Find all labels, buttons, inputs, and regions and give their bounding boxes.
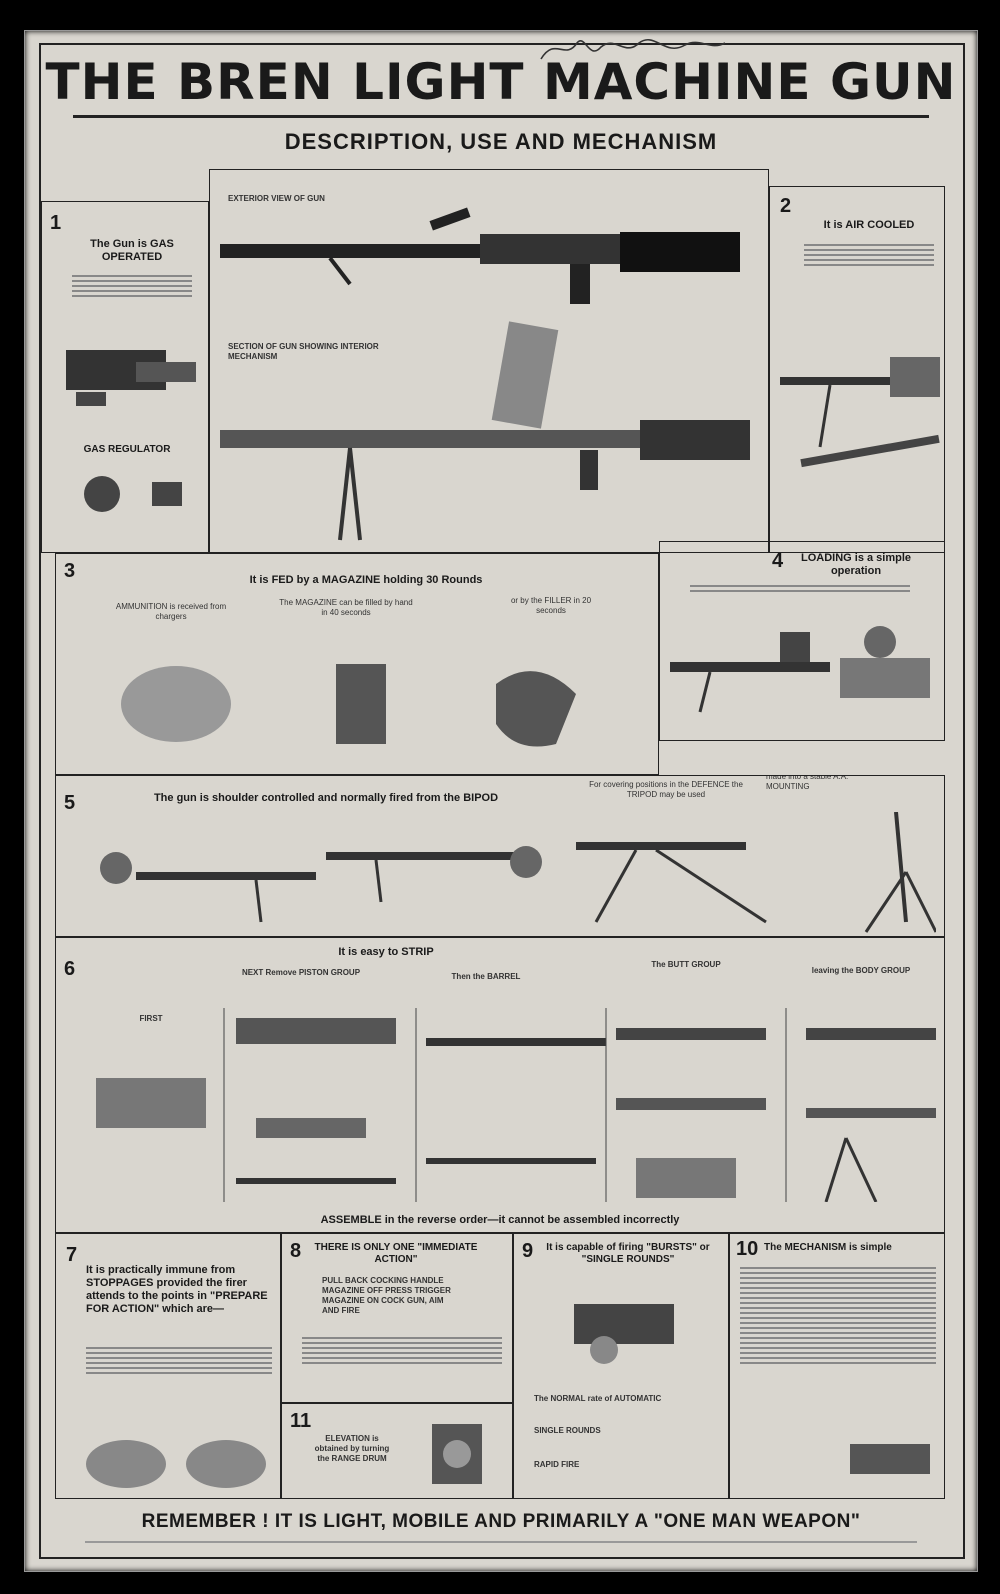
poster-sheet: THE BREN LIGHT MACHINE GUN DESCRIPTION, … [24, 30, 978, 1572]
printer-imprint [85, 1541, 917, 1543]
poster-frame [39, 43, 965, 1559]
stripping-steps-illustrations [96, 1008, 936, 1202]
panel-text: ELEVATION is obtained by turning the RAN… [314, 1434, 390, 1463]
magazine-filler-caption: or by the FILLER in 20 seconds [510, 596, 592, 615]
panel-number: 8 [290, 1240, 302, 1262]
body-text [72, 272, 192, 300]
panel-4: 4 LOADING is a simple operation [659, 541, 945, 741]
poster-subtitle: DESCRIPTION, USE AND MECHANISM [284, 129, 718, 154]
panel-8: 8 THERE IS ONLY ONE "IMMEDIATE ACTION" P… [281, 1233, 513, 1403]
exterior-view-label: EXTERIOR VIEW OF GUN [228, 194, 325, 203]
panel-heading: It is capable of firing "BURSTS" or "SIN… [546, 1242, 710, 1265]
ammunition-caption: AMMUNITION is received from chargers [115, 602, 227, 621]
panel-number: 7 [66, 1244, 78, 1266]
poster-footer: REMEMBER ! IT IS LIGHT, MOBILE AND PRIMA… [141, 1511, 861, 1532]
panel-3: 3 It is FED by a MAGAZINE holding 30 Rou… [55, 553, 659, 775]
panel-7: 7 It is practically immune from STOPPAGE… [55, 1233, 281, 1499]
body-text [86, 1344, 272, 1377]
mechanism-hand-illustration [850, 1444, 930, 1474]
panel-heading: LOADING is a simple operation [800, 552, 912, 577]
strip-piston-caption: NEXT Remove PISTON GROUP [241, 968, 361, 977]
panel-text: It is practically immune from STOPPAGES … [86, 1264, 268, 1315]
gun-views-panel: EXTERIOR VIEW OF GUN SECTION OF GUN SHOW… [209, 169, 769, 553]
panel-heading: The gun is shoulder controlled and norma… [153, 792, 499, 804]
panel-1: 1 The Gun is GAS OPERATED GAS REGULATOR [41, 201, 209, 553]
panel-number: 10 [736, 1238, 759, 1260]
range-drum-illustration [432, 1424, 482, 1484]
panel-heading: The MECHANISM is simple [764, 1242, 892, 1253]
panel-2: 2 It is AIR COOLED [769, 186, 945, 553]
body-text [302, 1334, 502, 1367]
body-text [690, 582, 910, 595]
panel-number: 9 [522, 1240, 534, 1262]
gas-cylinder-illustration [66, 350, 196, 406]
poster-title: THE BREN LIGHT MACHINE GUN [45, 53, 957, 111]
strip-body-caption: leaving the BODY GROUP [811, 966, 911, 975]
section-view-label: SECTION OF GUN SHOWING INTERIOR MECHANIS… [228, 342, 379, 361]
panel-number: 3 [64, 560, 76, 582]
panel-number: 11 [290, 1410, 312, 1432]
panel-11: 11 ELEVATION is obtained by turning the … [281, 1403, 513, 1499]
change-lever-illustration [574, 1304, 674, 1364]
panel-number: 4 [772, 550, 784, 572]
immediate-action-steps: PULL BACK COCKING HANDLE MAGAZINE OFF PR… [322, 1276, 451, 1315]
single-rounds-text: SINGLE ROUNDS [534, 1426, 601, 1435]
panel-number: 5 [64, 792, 76, 814]
gas-regulator-label: GAS REGULATOR [83, 444, 171, 455]
barrel-change-illustration [780, 357, 940, 468]
panel-heading: It is FED by a MAGAZINE holding 30 Round… [249, 574, 483, 586]
strip-barrel-caption: Then the BARREL [451, 972, 521, 981]
panel-10: 10 The MECHANISM is simple [729, 1233, 945, 1499]
magazine-filling-illustrations [121, 664, 576, 747]
magazine-hand-caption: The MAGAZINE can be filled by hand in 40… [279, 598, 413, 617]
automatic-rate-text: The NORMAL rate of AUTOMATIC [534, 1394, 662, 1403]
bren-gun-exterior-illustration [220, 207, 740, 304]
panel-number: 2 [780, 195, 792, 217]
firing-positions-illustrations [100, 812, 936, 933]
panel-heading: THERE IS ONLY ONE "IMMEDIATE ACTION" [314, 1242, 478, 1265]
panel-6: 6 It is easy to STRIP FIRST NEXT Remove … [55, 937, 945, 1233]
strip-first-caption: FIRST [139, 1014, 163, 1023]
assemble-caption: ASSEMBLE in the reverse order—it cannot … [320, 1214, 680, 1226]
rapid-fire-text: RAPID FIRE [534, 1460, 580, 1469]
panel-9: 9 It is capable of firing "BURSTS" or "S… [513, 1233, 729, 1499]
body-text [804, 241, 934, 269]
panel-number: 1 [50, 212, 62, 234]
bren-gun-section-illustration [220, 321, 750, 541]
title-underline [73, 115, 929, 118]
regulator-parts-illustration [84, 476, 182, 512]
panel-number: 6 [64, 958, 76, 980]
handwritten-signature [540, 39, 726, 60]
loading-soldier-illustration [670, 626, 930, 713]
panel-5: 5 The gun is shoulder controlled and nor… [55, 775, 945, 937]
panel-heading: It is easy to STRIP [338, 946, 434, 958]
aa-tripod-caption: The TRIPOD can quickly be made into a st… [766, 775, 849, 791]
strip-butt-caption: The BUTT GROUP [651, 960, 721, 969]
panel-heading: It is AIR COOLED [823, 219, 915, 231]
cartridge-hands-illustration [86, 1440, 266, 1488]
panel-heading: The Gun is GAS OPERATED [90, 238, 174, 263]
defence-tripod-caption: For covering positions in the DEFENCE th… [589, 780, 743, 799]
mechanism-text [740, 1264, 936, 1367]
